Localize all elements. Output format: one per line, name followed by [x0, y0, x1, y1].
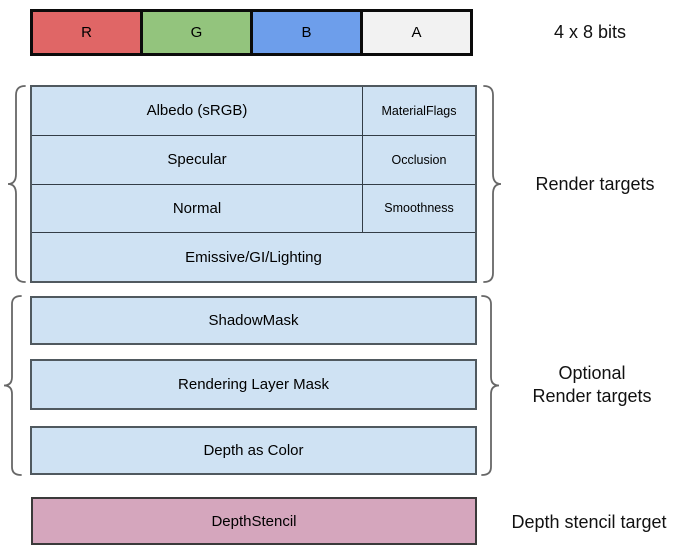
gbuffer1-rgb-cell: Specular	[167, 151, 227, 169]
channel-label-r: R	[81, 24, 92, 41]
render-target-row-gbuffer0: Albedo (sRGB) MaterialFlags	[32, 87, 475, 136]
channel-label-g: G	[190, 24, 203, 41]
gbuffer1-alpha-cell: Occlusion	[362, 135, 475, 184]
render-targets-right-brace	[481, 84, 503, 284]
depth-stencil-box: DepthStencil	[31, 497, 477, 545]
optional-target-rendering-layer-mask: Rendering Layer Mask	[30, 359, 477, 410]
render-target-row-gbuffer3: Emissive/GI/Lighting	[32, 233, 475, 281]
render-targets-caption: Render targets	[535, 173, 655, 194]
render-targets-left-brace	[6, 84, 28, 284]
channel-label-a: A	[411, 24, 422, 41]
channel-cell-a: A	[363, 12, 470, 53]
format-caption: 4 x 8 bits	[553, 22, 627, 42]
render-targets-table: Albedo (sRGB) MaterialFlags Specular Occ…	[30, 85, 477, 283]
format-bar: R G B A	[30, 9, 473, 56]
render-target-row-gbuffer2: Normal Smoothness	[32, 184, 475, 234]
optional-target-shadowmask: ShadowMask	[30, 296, 477, 345]
gbuffer0-rgb-cell: Albedo (sRGB)	[146, 102, 248, 120]
render-target-row-gbuffer1: Specular Occlusion	[32, 135, 475, 185]
gbuffer2-alpha-cell: Smoothness	[362, 184, 475, 233]
optional-targets-caption-line1: Optional	[558, 363, 626, 383]
depth-stencil-caption: Depth stencil target	[511, 511, 667, 532]
optional-targets-caption-line2: Render targets	[532, 386, 652, 406]
channel-label-b: B	[301, 24, 312, 41]
gbuffer3-full-cell: Emissive/GI/Lighting	[185, 248, 322, 266]
gbuffer0-alpha-cell: MaterialFlags	[362, 87, 475, 135]
gbuffer2-rgb-cell: Normal	[172, 199, 222, 217]
channel-cell-g: G	[143, 12, 250, 53]
optional-targets-caption: Optional Render targets	[492, 361, 690, 409]
optional-targets-right-brace	[479, 294, 501, 477]
optional-targets-left-brace	[2, 294, 24, 477]
optional-target-depth-as-color: Depth as Color	[30, 426, 477, 475]
channel-cell-r: R	[33, 12, 140, 53]
channel-cell-b: B	[253, 12, 360, 53]
